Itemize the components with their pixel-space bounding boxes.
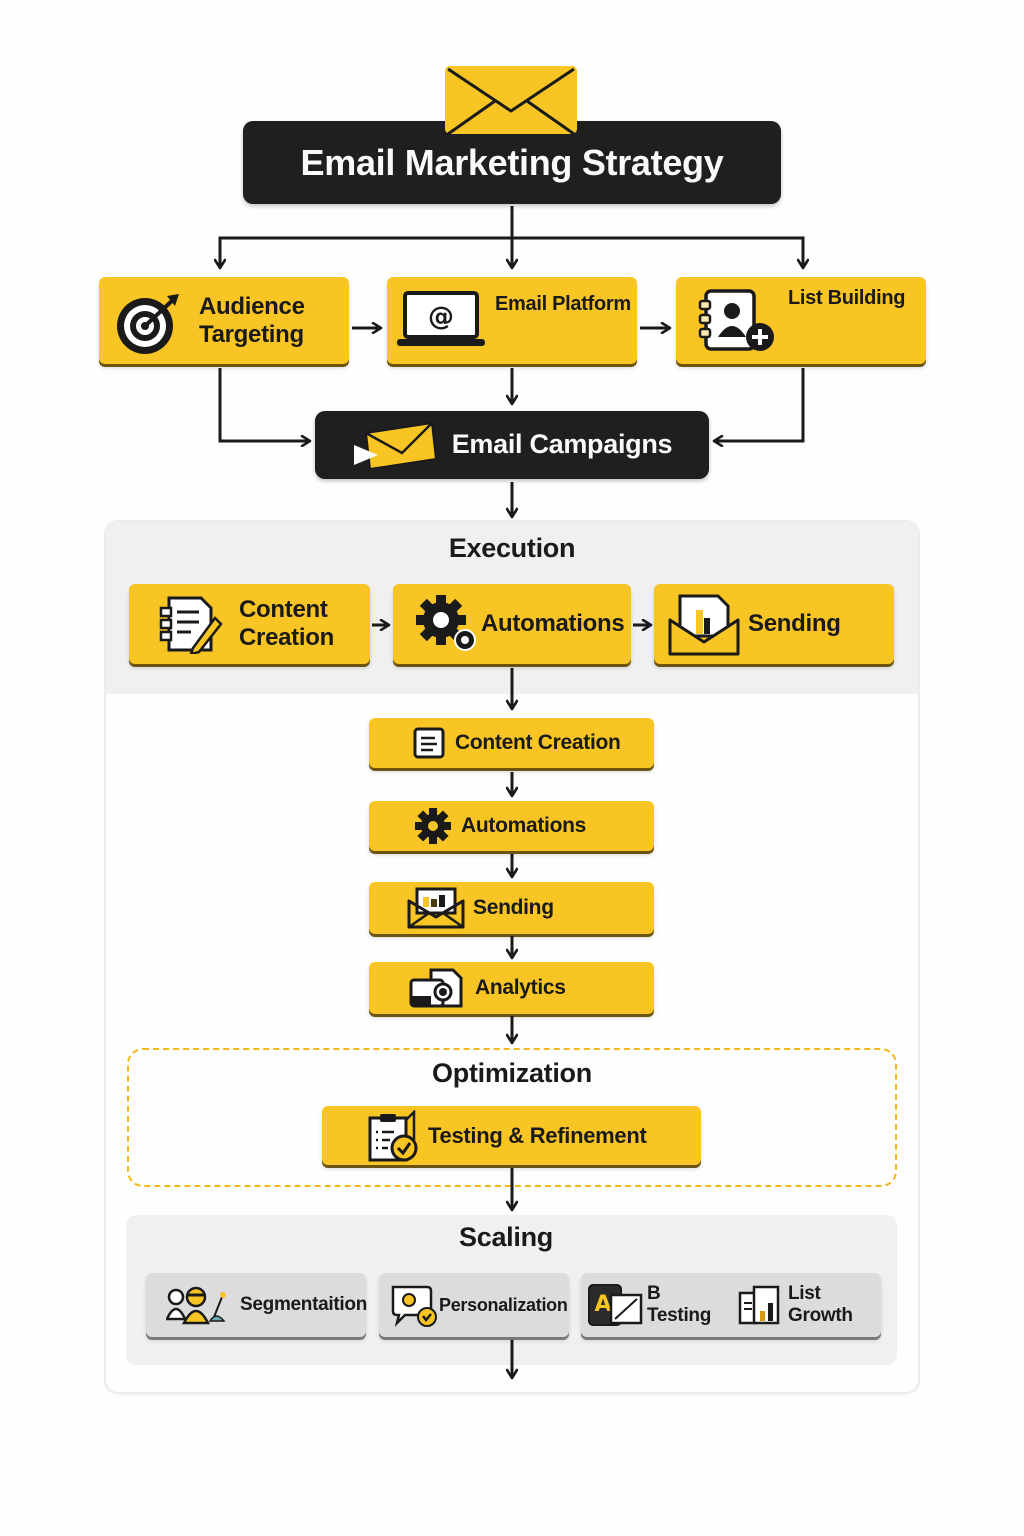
execution-automations-label: Automations: [481, 610, 625, 638]
execution-content-line1: Content: [239, 596, 328, 624]
execution-content-line2: Creation: [239, 624, 334, 651]
list-building-label: List Building: [788, 287, 906, 309]
personalization-label: Personalization: [439, 1294, 568, 1315]
list-building-box[interactable]: List Building: [676, 277, 926, 364]
execution-sending-label: Sending: [748, 610, 841, 638]
email-platform-box[interactable]: @ Email Platform: [387, 277, 637, 364]
testing-refinement-label: Testing & Refinement: [428, 1122, 647, 1148]
segmentation-chip[interactable]: Segmentaition: [146, 1273, 368, 1337]
bar-chart-icon: [738, 1285, 780, 1325]
execution-heading: Execution: [448, 533, 576, 563]
scaling-heading: Scaling: [459, 1222, 553, 1252]
step-sending-label: Sending: [473, 895, 554, 919]
testing-refinement-box[interactable]: Testing & Refinement: [322, 1106, 701, 1165]
users-segment-icon: [166, 1286, 226, 1325]
svg-text:@: @: [428, 302, 454, 332]
contact-book-add-icon: [698, 289, 774, 351]
execution-content-creation-box[interactable]: Content Creation: [129, 584, 370, 664]
gears-icon: [416, 595, 476, 651]
audience-targeting-box[interactable]: Audience Targeting: [99, 277, 349, 364]
svg-text:A: A: [594, 1292, 611, 1317]
camera-icon: [409, 968, 463, 1008]
execution-automations-box[interactable]: Automations: [393, 584, 631, 664]
list-growth-label: List Growth: [788, 1283, 853, 1326]
send-envelope-icon: [353, 421, 436, 469]
execution-sending-box[interactable]: Sending: [654, 584, 894, 664]
page-title: Email Marketing Strategy: [300, 141, 724, 183]
arrow-title-to-audience: [220, 236, 512, 268]
segmentation-label: Segmentaition: [240, 1294, 368, 1316]
envelope-chart-icon: [407, 887, 465, 929]
document-icon: [413, 727, 445, 759]
email-campaigns-box[interactable]: Email Campaigns: [315, 411, 709, 479]
ab-testing-listgrowth-chip[interactable]: A B Testing List Growth: [581, 1273, 881, 1337]
step-sending[interactable]: Sending: [369, 882, 654, 934]
ab-testing-label: B Testing: [647, 1283, 712, 1326]
email-platform-label: Email Platform: [495, 293, 631, 315]
step-content-creation[interactable]: Content Creation: [369, 718, 654, 768]
step-content-creation-label: Content Creation: [455, 730, 621, 754]
audience-label-line2: Targeting: [199, 320, 304, 348]
document-pen-icon: [159, 596, 223, 654]
step-analytics-label: Analytics: [475, 975, 566, 999]
step-automations[interactable]: Automations: [369, 801, 654, 851]
step-analytics[interactable]: Analytics: [369, 962, 654, 1014]
audience-label-line1: Audience: [199, 292, 305, 320]
ab-test-icon: A: [588, 1284, 643, 1326]
personalization-chip[interactable]: Personalization: [379, 1273, 569, 1337]
title-envelope-icon: [445, 66, 577, 136]
title-box: Email Marketing Strategy: [243, 121, 781, 204]
optimization-heading: Optimization: [432, 1058, 592, 1088]
gear-icon: [415, 808, 451, 844]
envelope-chart-icon: [668, 594, 740, 656]
step-automations-label: Automations: [461, 813, 587, 837]
laptop-at-icon: @: [397, 291, 485, 346]
arrow-list-to-campaigns: [714, 368, 805, 441]
chat-user-icon: [391, 1285, 437, 1327]
clipboard-check-icon: [368, 1109, 418, 1161]
arrow-title-to-list: [512, 236, 803, 268]
email-campaigns-label: Email Campaigns: [451, 429, 673, 460]
arrow-audience-to-campaigns: [218, 368, 310, 441]
target-icon: [117, 293, 179, 354]
